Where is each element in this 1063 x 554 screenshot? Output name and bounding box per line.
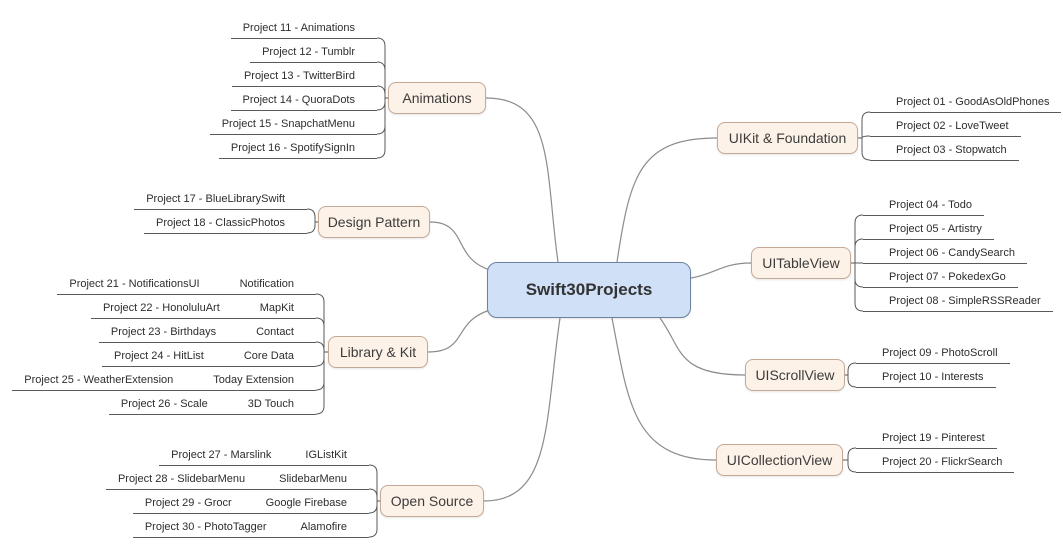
leaf-tag: IGListKit xyxy=(305,449,347,461)
leaf-project-18[interactable]: Project 18 - ClassicPhotos xyxy=(144,214,307,234)
leaf-project-15[interactable]: Project 15 - SnapchatMenu xyxy=(209,115,377,135)
topic-open-source[interactable]: Open Source xyxy=(380,485,484,517)
leaf-project-04[interactable]: Project 04 - Todo xyxy=(863,196,984,216)
leaf-project-08[interactable]: Project 08 - SimpleRSSReader xyxy=(863,292,1053,312)
leaf-project-11[interactable]: Project 11 - Animations xyxy=(230,19,377,39)
leaf-tag: Notification xyxy=(239,278,294,290)
leaf-tag: Today Extension xyxy=(213,374,294,386)
central-topic[interactable]: Swift30Projects xyxy=(487,262,691,318)
topic-animations[interactable]: Animations xyxy=(388,82,486,114)
leaf-tag: MapKit xyxy=(259,302,294,314)
branch-curve-uicollectionview xyxy=(611,317,717,461)
leaf-project-29[interactable]: Project 29 - Grocr Google Firebase xyxy=(132,494,369,514)
leaf-project-05[interactable]: Project 05 - Artistry xyxy=(863,220,994,240)
leaf-project-17[interactable]: Project 17 - BlueLibrarySwift xyxy=(134,190,307,210)
leaf-bracket-design-pattern xyxy=(306,208,318,234)
leaf-tag: Core Data xyxy=(243,350,294,362)
leaf-bracket-uiscrollview xyxy=(845,362,857,388)
leaf-project-09[interactable]: Project 09 - PhotoScroll xyxy=(856,344,1010,364)
leaf-label: Project 29 - Grocr xyxy=(144,497,232,509)
leaf-project-23[interactable]: Project 23 - Birthdays Contact xyxy=(98,323,316,343)
leaf-project-19[interactable]: Project 19 - Pinterest xyxy=(856,429,997,449)
leaf-bracket-animations xyxy=(376,37,388,159)
leaf-project-28[interactable]: Project 28 - SlidebarMenu SlidebarMenu xyxy=(105,470,369,490)
leaf-project-14[interactable]: Project 14 - QuoraDots xyxy=(230,91,377,111)
leaf-project-27[interactable]: Project 27 - Marslink IGListKit xyxy=(159,446,369,466)
topic-uitableview[interactable]: UITableView xyxy=(751,247,851,279)
leaf-project-16[interactable]: Project 16 - SpotifySignIn xyxy=(218,139,377,159)
leaf-project-26[interactable]: Project 26 - Scale 3D Touch xyxy=(108,395,316,415)
leaf-project-20[interactable]: Project 20 - FlickrSearch xyxy=(856,453,1015,473)
leaf-project-06[interactable]: Project 06 - CandySearch xyxy=(863,244,1027,264)
leaf-project-07[interactable]: Project 07 - PokedexGo xyxy=(863,268,1018,288)
branch-curve-animations xyxy=(485,97,559,263)
leaf-label: Project 28 - SlidebarMenu xyxy=(117,473,246,485)
leaf-bracket-uicollectionview xyxy=(843,447,857,473)
leaf-bracket-uikit-foundation xyxy=(858,111,871,161)
leaf-label: Project 23 - Birthdays xyxy=(110,326,217,338)
topic-uicollectionview[interactable]: UICollectionView xyxy=(716,444,843,476)
topic-uikit-foundation[interactable]: UIKit & Foundation xyxy=(717,122,858,154)
leaf-label: Project 24 - HitList xyxy=(113,350,204,362)
leaf-project-12[interactable]: Project 12 - Tumblr xyxy=(250,43,377,63)
leaf-project-25[interactable]: Project 25 - WeatherExtension Today Exte… xyxy=(12,371,316,391)
leaf-project-22[interactable]: Project 22 - HonoluluArt MapKit xyxy=(90,299,316,319)
leaf-project-02[interactable]: Project 02 - LoveTweet xyxy=(870,117,1021,137)
leaf-tag: Alamofire xyxy=(300,521,347,533)
topic-library-kit[interactable]: Library & Kit xyxy=(328,336,428,368)
leaf-label: Project 25 - WeatherExtension xyxy=(24,374,174,386)
leaf-project-13[interactable]: Project 13 - TwitterBird xyxy=(231,67,377,87)
leaf-label: Project 26 - Scale xyxy=(120,398,208,410)
leaf-label: Project 21 - NotificationsUI xyxy=(69,278,200,290)
leaf-project-01[interactable]: Project 01 - GoodAsOldPhones xyxy=(870,93,1062,113)
leaf-project-21[interactable]: Project 21 - NotificationsUI Notificatio… xyxy=(57,275,316,295)
leaf-bracket-library-kit xyxy=(315,293,328,415)
branch-curve-uikit-foundation xyxy=(616,137,718,263)
leaf-tag: 3D Touch xyxy=(247,398,294,410)
leaf-tag: Google Firebase xyxy=(265,497,347,509)
leaf-tag: SlidebarMenu xyxy=(279,473,347,485)
leaf-project-03[interactable]: Project 03 - Stopwatch xyxy=(870,141,1019,161)
branch-curve-library-kit xyxy=(427,309,491,353)
leaf-label: Project 22 - HonoluluArt xyxy=(102,302,220,314)
leaf-bracket-uitableview xyxy=(851,214,864,312)
branch-curve-uitableview xyxy=(690,262,752,279)
leaf-label: Project 27 - Marslink xyxy=(171,449,272,461)
leaf-bracket-open-source xyxy=(368,464,380,538)
leaf-project-30[interactable]: Project 30 - PhotoTagger Alamofire xyxy=(132,518,369,538)
topic-design-pattern[interactable]: Design Pattern xyxy=(318,206,430,238)
topic-uiscrollview[interactable]: UIScrollView xyxy=(745,359,845,391)
leaf-tag: Contact xyxy=(256,326,294,338)
branch-curve-uiscrollview xyxy=(659,317,746,376)
leaf-project-24[interactable]: Project 24 - HitList Core Data xyxy=(101,347,316,367)
leaf-label: Project 30 - PhotoTagger xyxy=(144,521,267,533)
leaf-project-10[interactable]: Project 10 - Interests xyxy=(856,368,996,388)
branch-curve-design-pattern xyxy=(429,221,491,271)
branch-curve-open-source xyxy=(483,317,561,502)
